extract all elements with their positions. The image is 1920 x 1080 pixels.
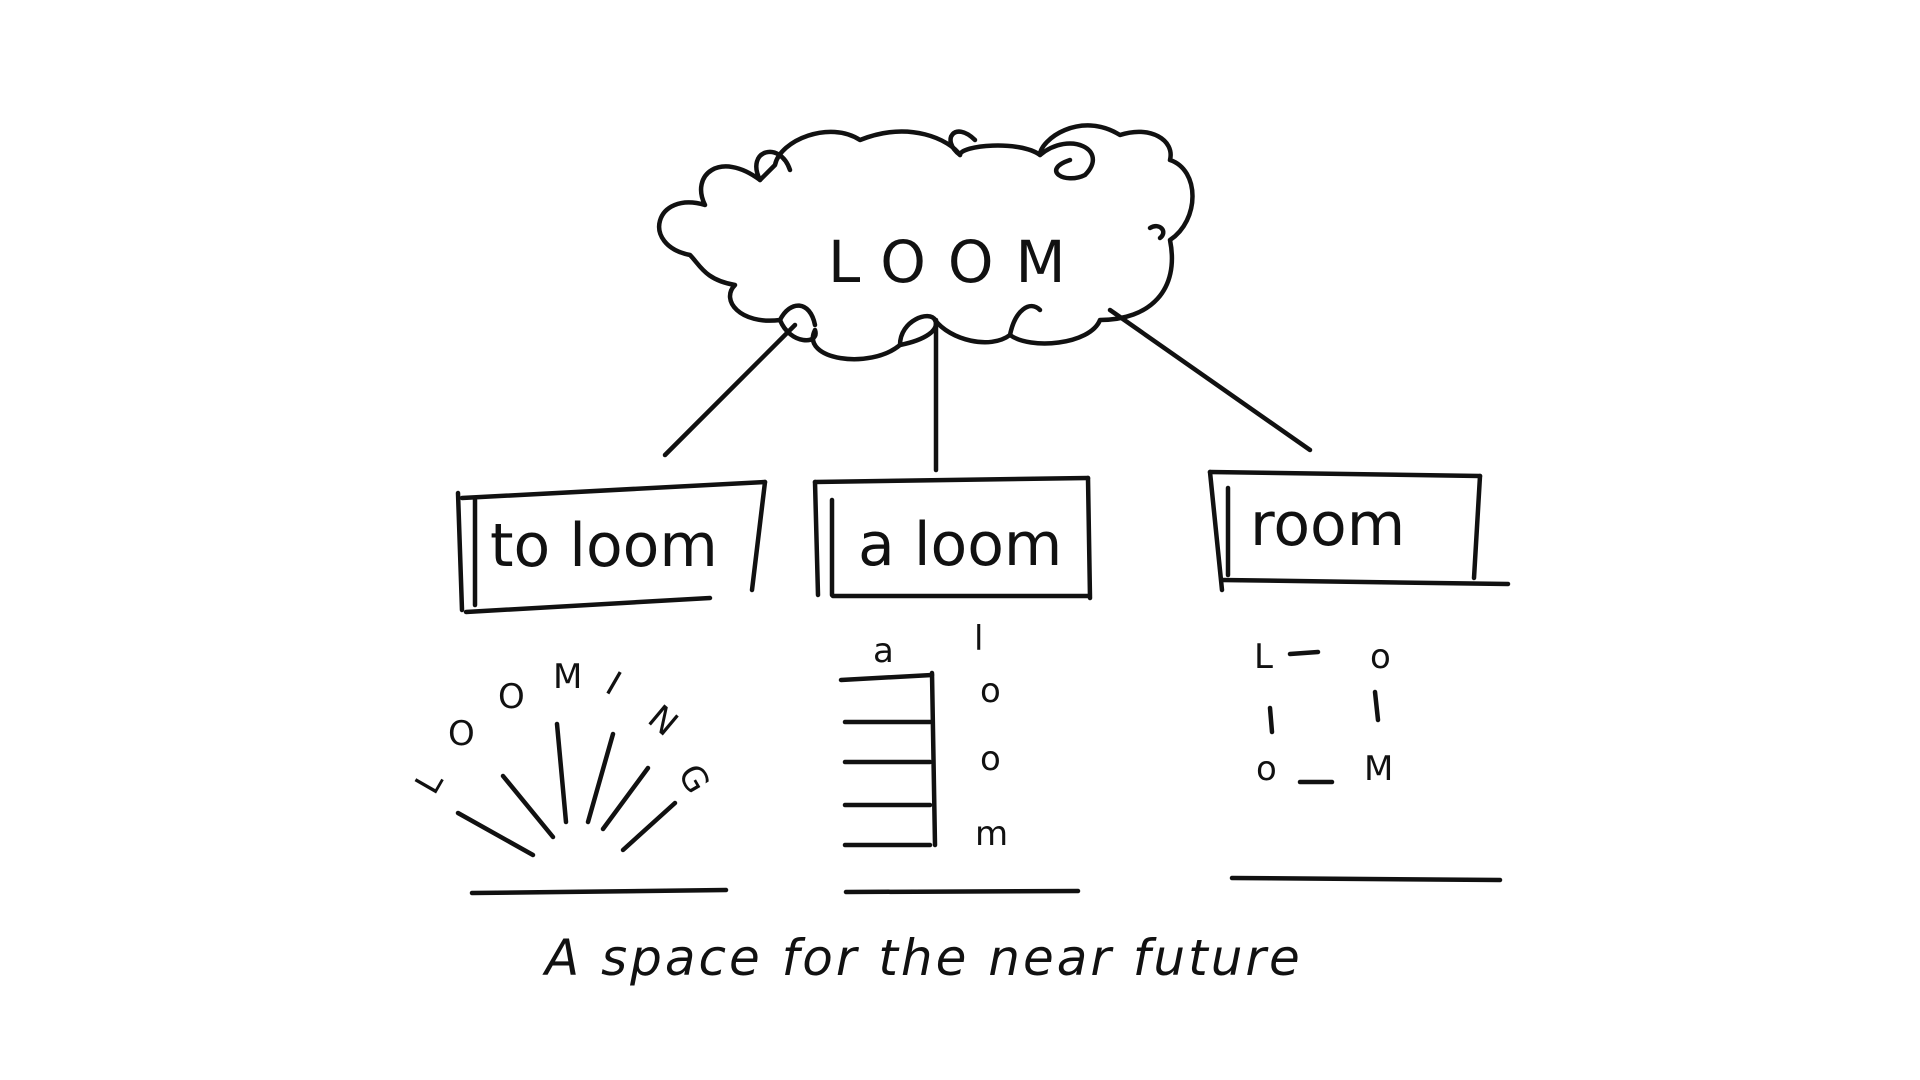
box-label-room: room [1250,490,1405,560]
box-room [1207,469,1511,593]
looming-letter-o1: O [448,714,475,754]
looming-letter-o2: O [498,677,525,717]
looming-letter-g: G [670,758,718,801]
looming-letter-n: N [640,697,685,744]
box-label-to-loom: to loom [490,511,718,581]
loom-letter-m: m [975,814,1008,854]
looming-letter-m: M [553,657,582,697]
loom-letter-o2: o [980,739,1001,779]
looming-letter-i: I [599,664,628,704]
connector-to-loom [662,322,798,458]
connector-room [1107,307,1313,453]
root-label: LOOM [828,228,1088,296]
room-letter-l: L [1254,637,1273,677]
room-letter-m: M [1364,749,1393,789]
box-label-a-loom: a loom [858,510,1062,580]
loom-letter-l: l [974,619,983,659]
room-square-illustration: L o o M [1229,637,1503,883]
looming-fan-illustration: L O O M I N G [408,657,729,896]
box-to-loom [455,479,768,615]
room-letter-o2: o [1256,749,1277,789]
looming-letter-l: L [408,764,452,800]
room-letter-o1: o [1370,637,1391,677]
loom-frame-illustration: a l o o m [838,619,1081,895]
loom-letter-o1: o [980,671,1001,711]
caption: A space for the near future [542,929,1303,987]
loom-letter-a: a [873,631,894,671]
cloud-shape [657,123,1195,362]
connector-lines [662,307,1313,473]
box-a-loom [812,475,1093,601]
